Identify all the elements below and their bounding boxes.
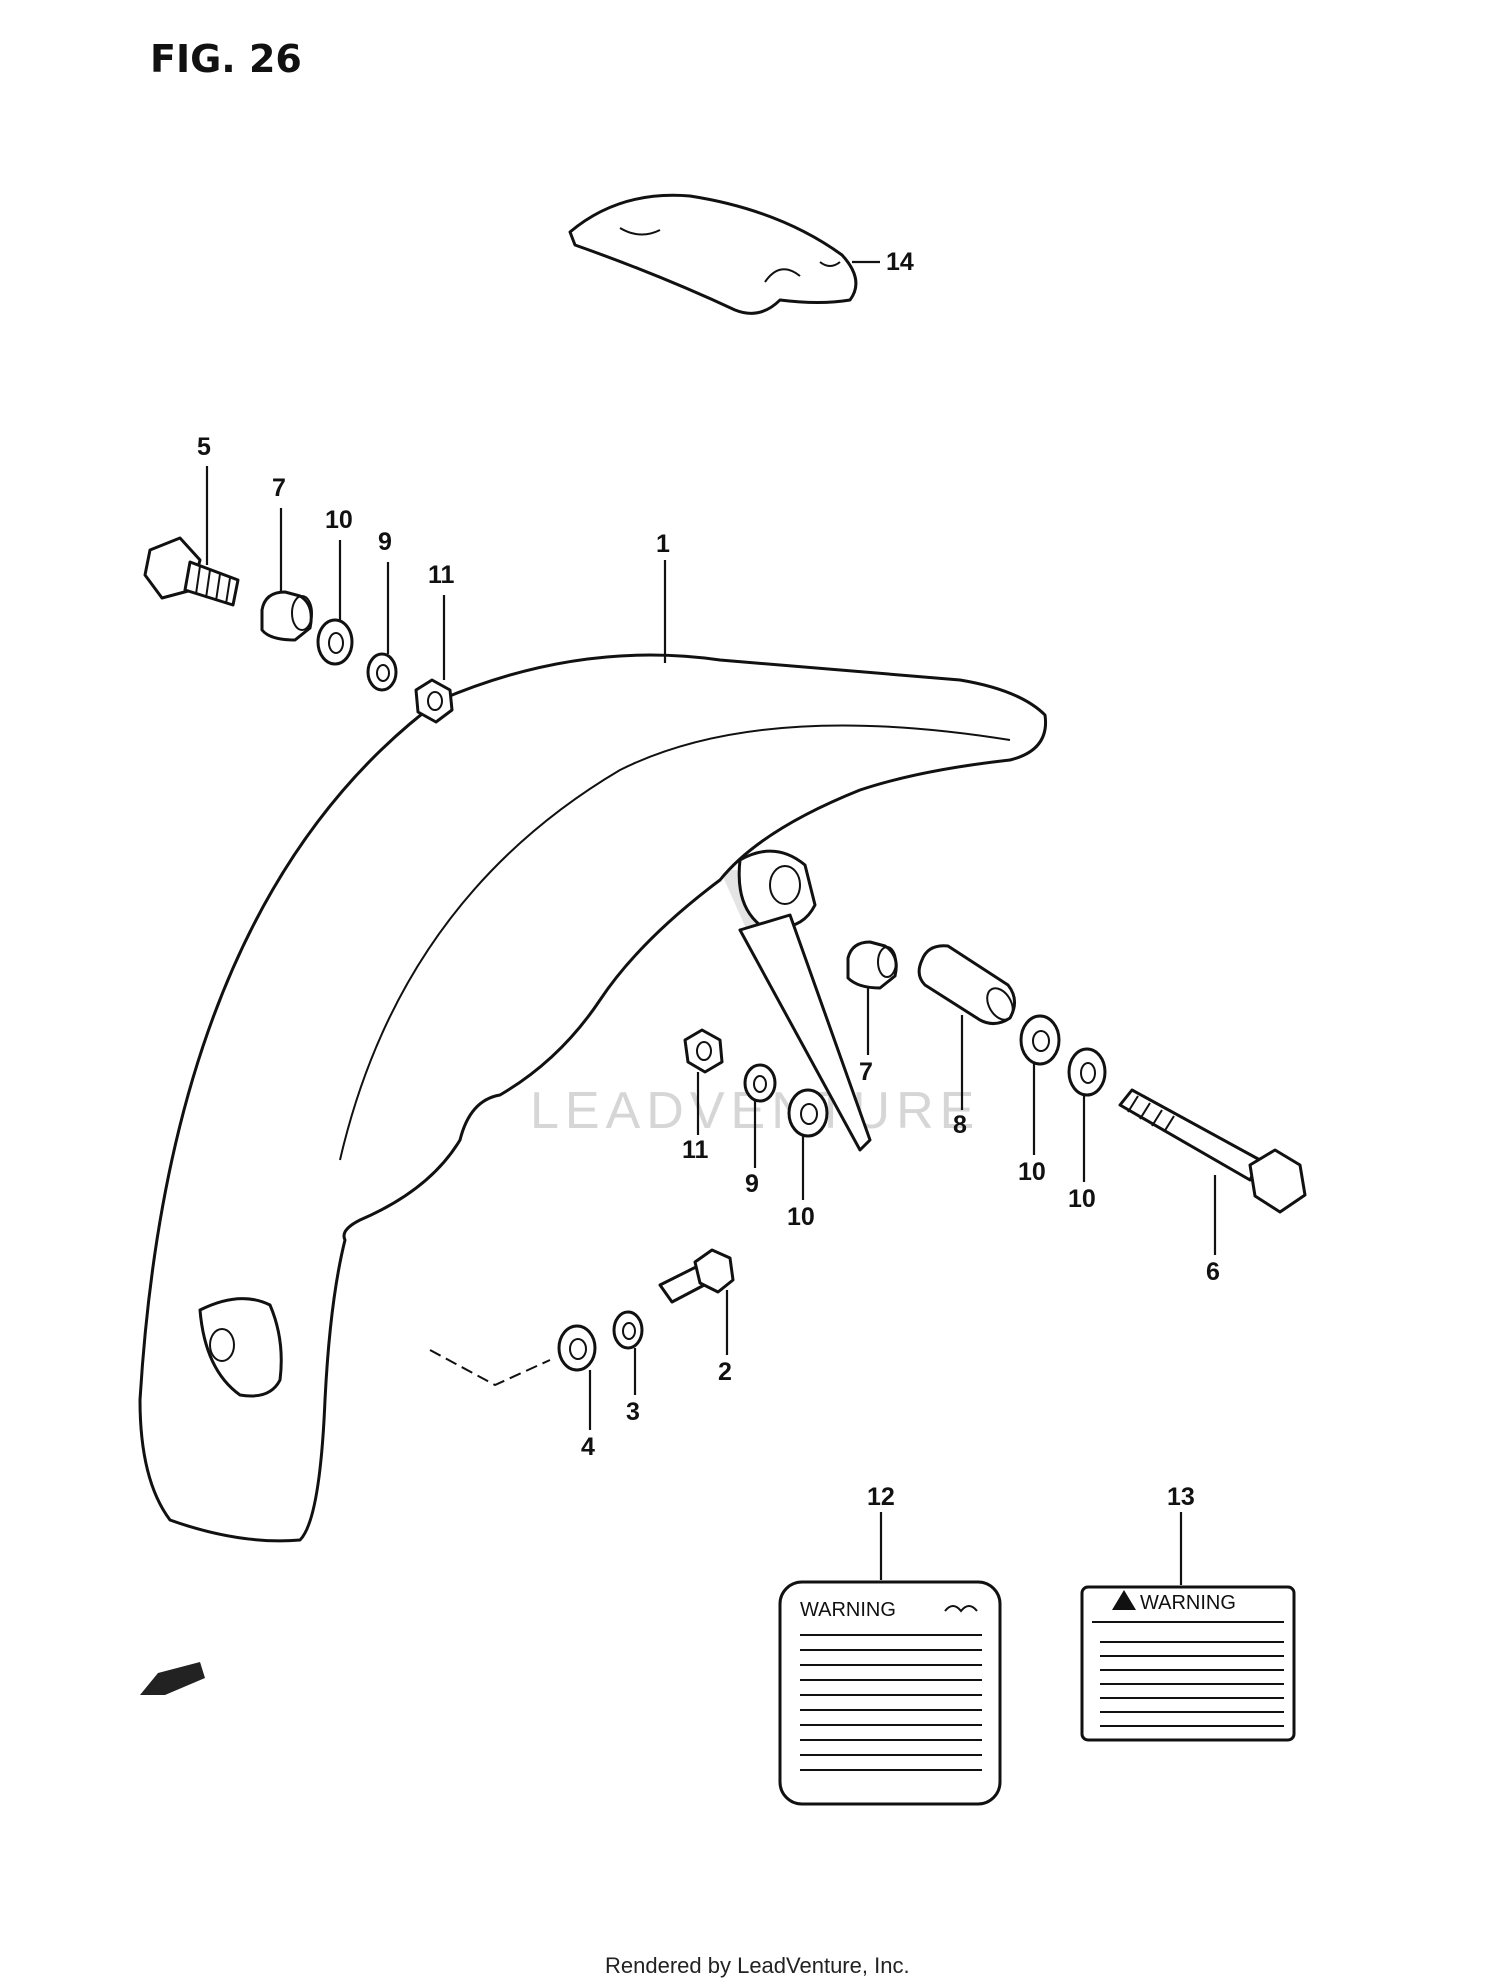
part-10-washer-right-a	[787, 1088, 829, 1138]
part-3-lockwasher	[612, 1310, 644, 1350]
callout-10c: 10	[1018, 1158, 1046, 1186]
callout-10a: 10	[325, 506, 353, 534]
part-10-washer-right-c	[1067, 1047, 1107, 1097]
part-10-washer-right-b	[1019, 1014, 1061, 1066]
callout-10d: 10	[1068, 1185, 1096, 1213]
part-8-spacer	[917, 944, 1016, 1025]
part-7-collar-left	[260, 590, 313, 642]
callout-4: 4	[581, 1433, 595, 1461]
part-9-lockwasher-left	[366, 652, 398, 692]
part-12-warning-label: WARNING	[778, 1580, 1002, 1806]
footer-credit: Rendered by LeadVenture, Inc.	[605, 1953, 910, 1978]
callout-14: 14	[886, 248, 914, 276]
callout-5: 5	[197, 433, 211, 461]
part-13-warning-label: WARNING	[1080, 1585, 1296, 1742]
callout-11a: 11	[428, 561, 455, 589]
callout-1: 1	[656, 530, 670, 558]
part-9-lockwasher-right	[743, 1063, 777, 1103]
part-2-bolt	[658, 1248, 735, 1304]
part-5-bolt	[143, 536, 240, 607]
warning-triangle-icon	[1112, 1590, 1136, 1610]
callout-11b: 11	[682, 1136, 709, 1164]
label-13-heading: WARNING	[1140, 1592, 1236, 1614]
part-1-fender	[138, 653, 1048, 1543]
callout-6: 6	[1206, 1258, 1220, 1286]
callout-7b: 7	[859, 1058, 873, 1086]
callout-13: 13	[1167, 1483, 1195, 1511]
callout-10b: 10	[787, 1203, 815, 1231]
callout-8: 8	[953, 1111, 967, 1139]
callout-9b: 9	[745, 1170, 759, 1198]
part-10-washer-left	[316, 618, 354, 666]
figure-title: FIG. 26	[150, 37, 302, 81]
part-6-bolt	[1118, 1088, 1307, 1214]
part-4-washer	[557, 1324, 597, 1372]
part-14-pad	[568, 193, 858, 315]
part-11-nut-left	[414, 678, 454, 724]
callout-2: 2	[718, 1358, 732, 1386]
callout-9a: 9	[378, 528, 392, 556]
callout-7a: 7	[272, 474, 286, 502]
front-arrow-icon	[140, 1662, 205, 1695]
callout-3: 3	[626, 1398, 640, 1426]
part-11-nut-right	[683, 1028, 724, 1074]
label-12-heading: WARNING	[800, 1599, 896, 1621]
part-7-collar-right	[846, 940, 898, 990]
callout-12: 12	[867, 1483, 895, 1511]
